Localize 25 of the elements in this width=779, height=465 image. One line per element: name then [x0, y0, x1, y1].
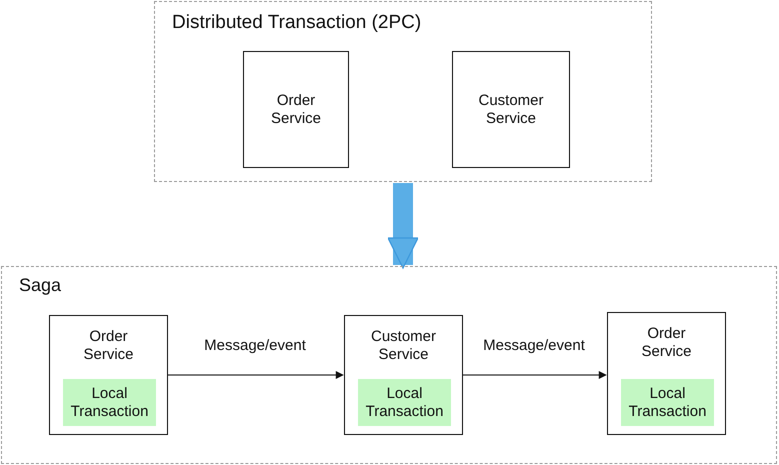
block-arrow [387, 183, 419, 269]
service-box [49, 315, 168, 435]
service-name: Order Service [640, 325, 693, 361]
local-transaction-label: Local Transaction [70, 384, 150, 420]
edge-label: Message/event [204, 337, 306, 354]
service-box [452, 51, 570, 168]
container-title: Saga [19, 275, 62, 296]
dashed-container [1, 266, 777, 464]
arrow [462, 371, 607, 379]
container-title: Distributed Transaction (2PC) [172, 12, 422, 34]
edge-label: Message/event [483, 337, 585, 354]
local-transaction-label: Local Transaction [364, 384, 444, 420]
service-box [607, 312, 726, 435]
local-transaction-box [621, 379, 714, 426]
service-name: Order Service [82, 328, 135, 364]
service-box [243, 51, 349, 168]
local-transaction-box [358, 379, 451, 426]
dashed-container [154, 1, 652, 182]
service-name: Customer Service [477, 92, 545, 128]
local-transaction-box [63, 379, 156, 426]
service-box [344, 315, 463, 435]
local-transaction-label: Local Transaction [628, 384, 708, 420]
service-name: Order Service [270, 92, 322, 128]
arrow [166, 371, 344, 379]
service-name: Customer Service [370, 328, 438, 364]
